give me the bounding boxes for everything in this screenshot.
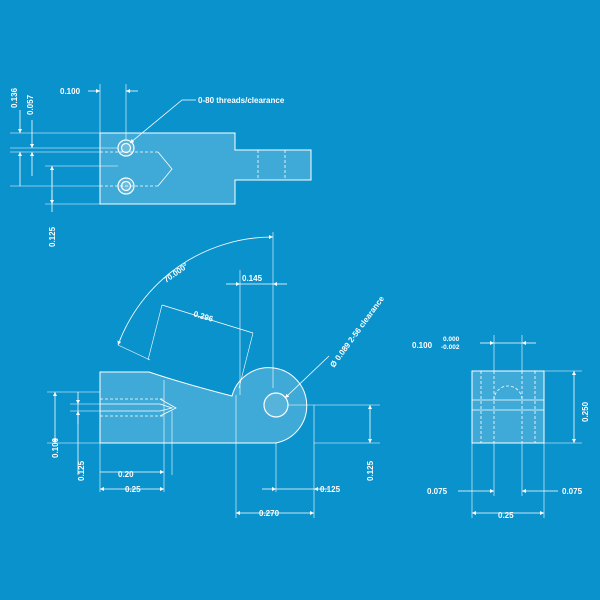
dim-slot-width: 0.100	[51, 437, 60, 458]
dim-angle: 70.000°	[162, 261, 190, 284]
top-view: 0.100 0-80 threads/clearance 0.136 0.057…	[10, 84, 312, 247]
tol-minus: -0.002	[441, 344, 460, 351]
dim-top-height: 0.136	[10, 87, 19, 108]
dim-end-total: 0.25	[498, 511, 514, 520]
dim-top-hole-spacing: 0.125	[48, 226, 57, 247]
dim-eye-radius: 0.125	[320, 485, 341, 494]
side-view-body	[99, 367, 308, 444]
dim-side-right-height: 0.125	[366, 460, 375, 481]
dim-eye-center: 0.270	[259, 509, 280, 518]
tol-plus: 0.000	[443, 336, 460, 343]
dim-side-overall: 0.25	[125, 485, 141, 494]
note-threads: 0-80 threads/clearance	[198, 96, 285, 105]
end-view-body	[471, 370, 545, 444]
dim-end-width: 0.100	[412, 341, 433, 350]
dim-slot-length: 0.296	[192, 309, 214, 324]
side-view: 70.000° 0.296 0.145 Ø 0.089 2-56 clearan…	[47, 232, 386, 518]
dim-side-bottom: 0.125	[77, 460, 86, 481]
dim-top-hole-offset: 0.057	[26, 94, 35, 115]
dim-slot-depth: 0.20	[118, 470, 134, 479]
top-hole-lower	[117, 177, 135, 195]
note-hole: Ø 0.089 2-56 clearance	[328, 294, 386, 369]
dim-end-right: 0.075	[562, 487, 583, 496]
end-view: 0.100 0.000 -0.002 0.250 0.075 0.075 0.2…	[412, 335, 590, 520]
side-eye-hole	[263, 392, 289, 418]
dim-end-left: 0.075	[427, 487, 448, 496]
dim-top-width: 0.100	[60, 87, 81, 96]
dim-end-height: 0.250	[581, 401, 590, 422]
dim-eye-offset: 0.145	[242, 274, 263, 283]
